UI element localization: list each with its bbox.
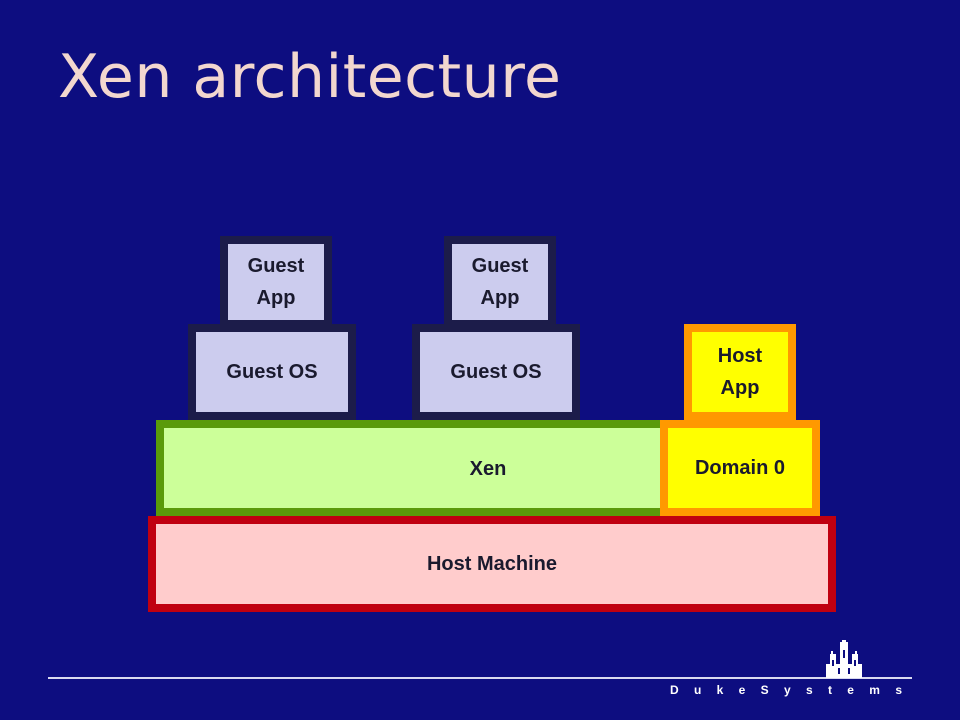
guest-app-2-label: Guest App [471,255,529,309]
guest-app-1: Guest App [220,236,332,328]
guest-os-1: Guest OS [188,324,356,420]
host-app-label: Host App [717,345,763,399]
xen-layer: Xen [156,420,672,516]
domain-0: Domain 0 [660,420,820,516]
chapel-icon [826,640,862,678]
guest-os-2: Guest OS [412,324,580,420]
host-machine: Host Machine [148,516,836,612]
footer-divider [48,677,912,679]
guest-app-2: Guest App [444,236,556,328]
xen-label: Xen [469,458,507,480]
host-machine-label: Host Machine [426,553,558,575]
host-app: Host App [684,324,796,420]
domain-0-label: Domain 0 [694,457,786,479]
duke-systems-brand: D u k e S y s t e m s [669,683,908,697]
guest-os-2-label: Guest OS [450,361,542,383]
slide-title: Xen architecture [58,42,562,112]
guest-app-1-label: Guest App [247,255,305,309]
guest-os-1-label: Guest OS [226,361,318,383]
